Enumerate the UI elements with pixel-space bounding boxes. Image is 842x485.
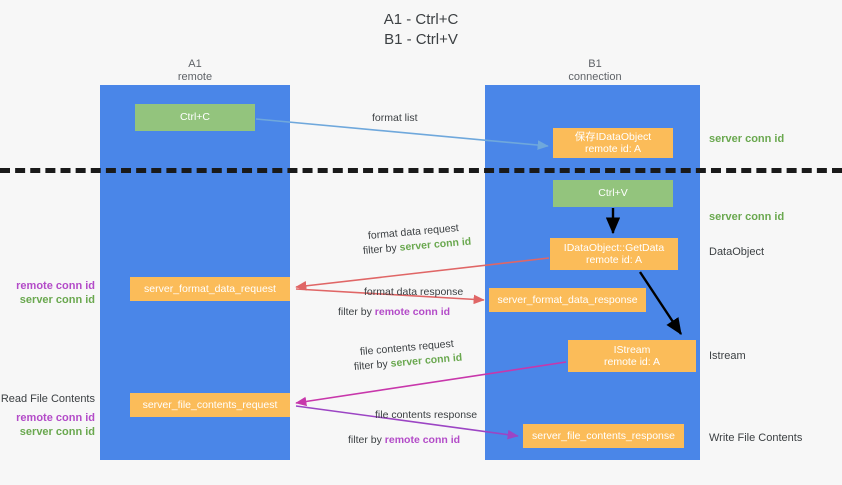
annotation-filter-remote-conn-1: filter by remote conn id	[338, 305, 450, 319]
label-conn-ids-format: remote conn id server conn id	[0, 279, 95, 307]
label-server-conn-id-top: server conn id	[709, 133, 785, 145]
label-server-conn-id-mid: server conn id	[709, 211, 785, 223]
label-server-conn-id-2: server conn id	[19, 426, 95, 438]
filter-prefix: filter by	[353, 357, 392, 373]
label-conn-ids-file: remote conn id server conn id	[0, 411, 95, 439]
remote-conn-id-token: remote conn id	[374, 306, 451, 318]
label-write-file-contents: Write File Contents	[709, 432, 803, 444]
label-remote-conn-id-1: remote conn id	[16, 280, 95, 292]
box-ctrl-v[interactable]: Ctrl+V	[553, 180, 673, 207]
box-istream[interactable]: IStream remote id: A	[568, 340, 696, 372]
column-header-a1: A1 remote	[177, 58, 213, 83]
box-ctrl-c[interactable]: Ctrl+C	[135, 104, 255, 131]
box-idataobject[interactable]: 保存IDataObject remote id: A	[553, 128, 673, 158]
annotation-format-data-response: format data response	[364, 286, 464, 298]
box-server-file-contents-request[interactable]: server_file_contents_request	[130, 393, 290, 417]
filter-prefix: filter by	[338, 306, 375, 318]
box-server-format-data-response[interactable]: server_format_data_response	[489, 288, 646, 312]
annotation-file-contents-response: file contents response	[375, 409, 478, 421]
label-istream: Istream	[709, 350, 746, 362]
filter-prefix: filter by	[362, 241, 401, 257]
dashed-divider	[0, 168, 842, 173]
box-idataobject-getdata[interactable]: IDataObject::GetData remote id: A	[550, 238, 678, 270]
filter-prefix: filter by	[348, 434, 385, 446]
annotation-filter-remote-conn-2: filter by remote conn id	[348, 433, 460, 447]
annotation-format-list: format list	[372, 112, 418, 124]
column-header-b1: B1 connection	[568, 58, 622, 83]
remote-conn-id-token: remote conn id	[384, 434, 461, 446]
box-server-file-contents-response[interactable]: server_file_contents_response	[523, 424, 684, 448]
label-dataobject: DataObject	[709, 246, 765, 258]
label-remote-conn-id-2: remote conn id	[16, 412, 95, 424]
box-server-format-data-request[interactable]: server_format_data_request	[130, 277, 290, 301]
page-title: A1 - Ctrl+C B1 - Ctrl+V	[383, 11, 459, 48]
label-server-conn-id-1: server conn id	[19, 294, 95, 306]
label-read-file-contents: Read File Contents	[0, 393, 95, 405]
